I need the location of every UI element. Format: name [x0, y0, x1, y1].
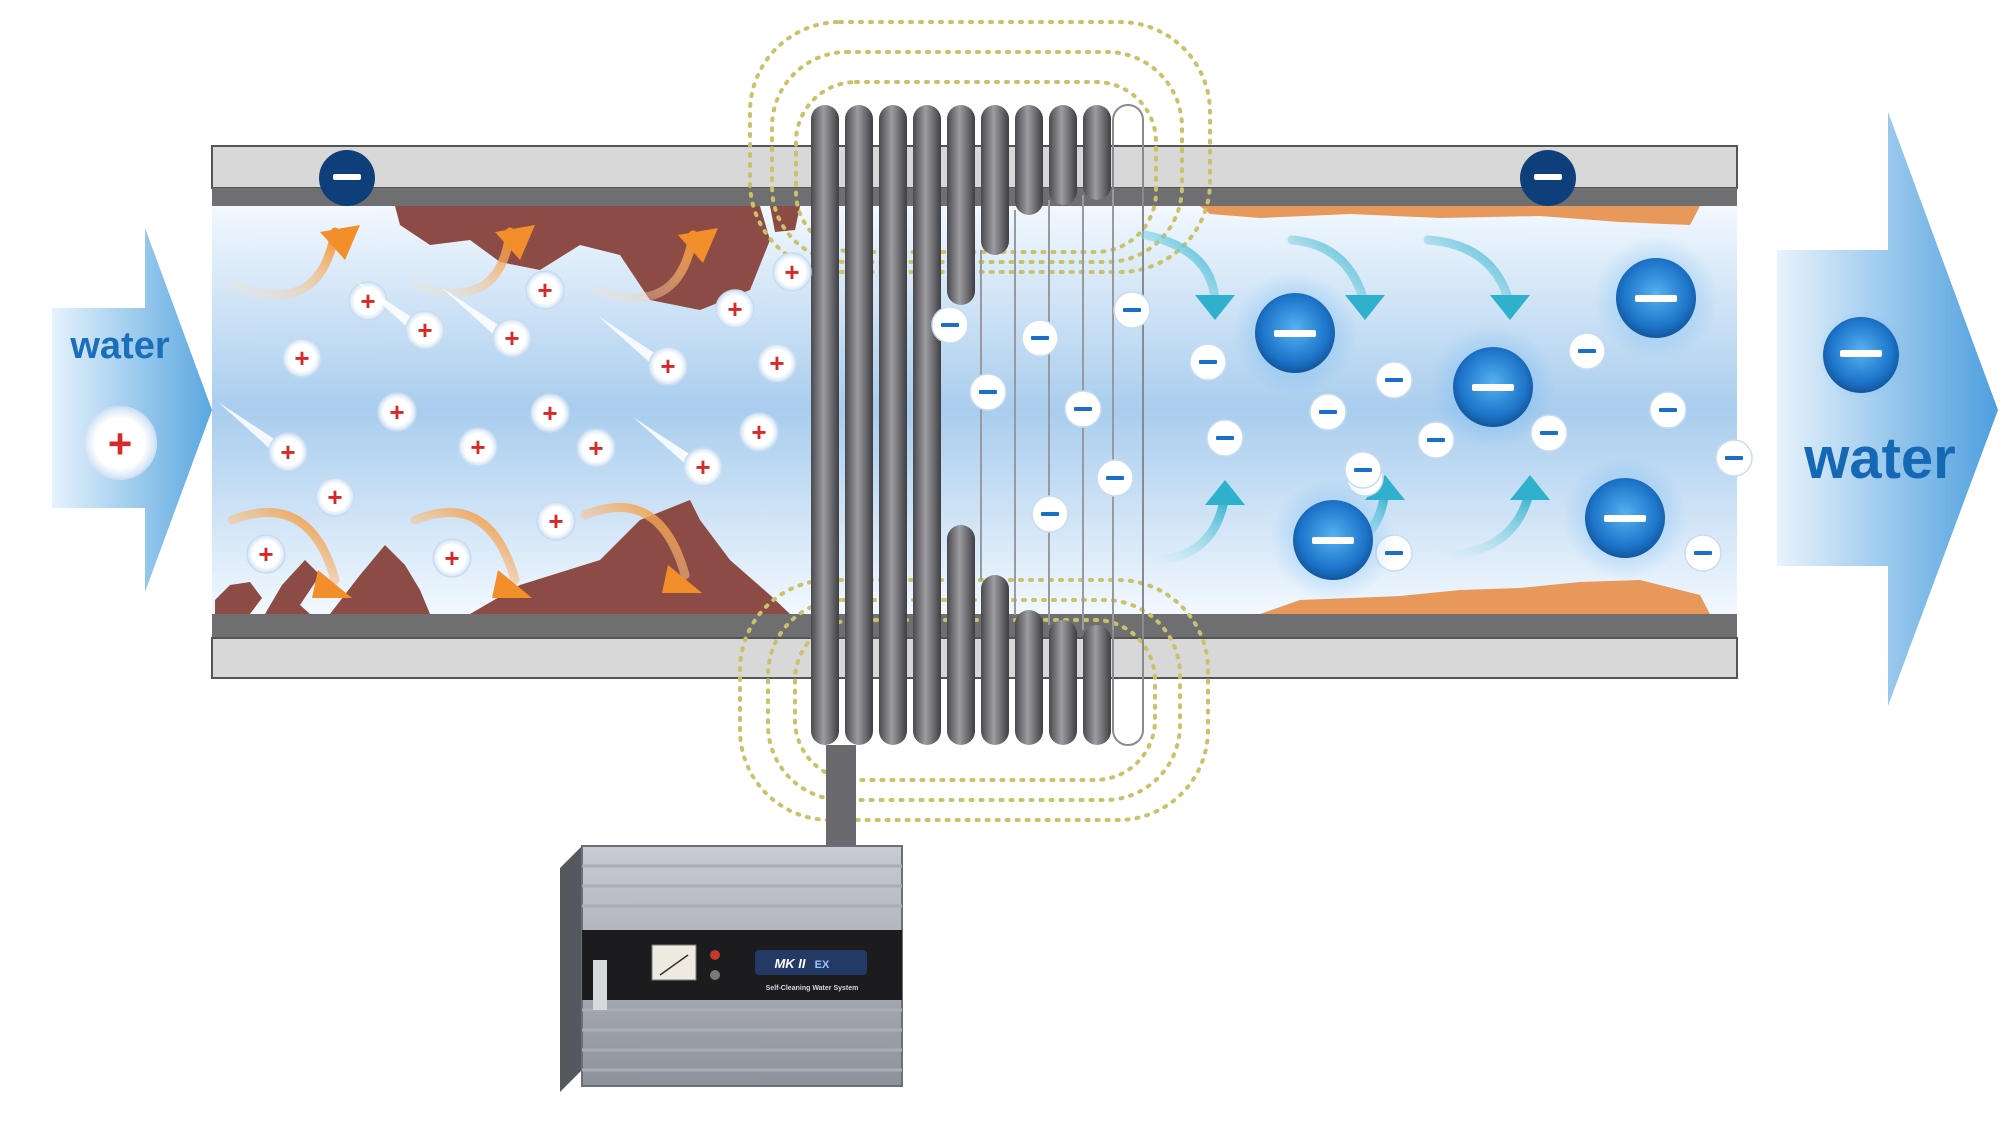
small-negative-ion	[1568, 332, 1606, 370]
outflow-negative-ion	[1817, 311, 1905, 399]
large-negative-ion	[1431, 325, 1555, 449]
positive-ion: +	[246, 534, 286, 574]
small-negative-ion	[931, 306, 969, 344]
orange-flow-arrows	[227, 227, 698, 585]
positive-ion: +	[458, 427, 498, 467]
small-negative-ion	[1684, 534, 1722, 572]
large-negative-ion	[1563, 456, 1687, 580]
positive-ion: +	[739, 412, 779, 452]
svg-text:+: +	[327, 482, 342, 512]
large-negative-ion	[1271, 478, 1395, 602]
large-negative-ion	[1594, 236, 1718, 360]
pipe-ion-badge-left	[319, 150, 375, 206]
small-negative-ion	[1189, 343, 1227, 381]
svg-text:+: +	[695, 452, 710, 482]
small-negative-ion	[969, 373, 1007, 411]
svg-text:+: +	[660, 351, 675, 381]
analog-meter	[651, 944, 697, 981]
svg-text:+: +	[542, 398, 557, 428]
large-negative-ion	[1233, 271, 1357, 395]
device-badge-text: MK II	[774, 956, 805, 971]
outflow-arrow: water	[1777, 112, 1998, 706]
svg-text:+: +	[588, 433, 603, 463]
svg-text:+: +	[784, 257, 799, 287]
positive-ion: +	[315, 477, 355, 517]
positive-ion: +	[530, 393, 570, 433]
svg-text:+: +	[444, 543, 459, 573]
small-negative-ions	[931, 291, 1753, 572]
svg-text:+: +	[470, 432, 485, 462]
positive-ion: +	[525, 270, 565, 310]
large-negative-ions	[1233, 236, 1718, 602]
positive-ion: +	[218, 402, 308, 472]
positive-ion: +	[633, 417, 723, 487]
svg-text:+: +	[417, 315, 432, 345]
svg-text:+: +	[258, 539, 273, 569]
positive-ions: ++++++++++++++++++++	[218, 252, 812, 578]
svg-text:+: +	[727, 294, 742, 324]
positive-ion: +	[355, 280, 445, 350]
water-out-label: water	[1803, 426, 1956, 491]
power-light	[710, 950, 720, 960]
device-badge-suffix: EX	[815, 959, 830, 971]
inflow-positive-ion: +	[83, 406, 157, 480]
positive-ion: +	[282, 338, 322, 378]
small-negative-ion	[1096, 459, 1134, 497]
positive-ion: +	[715, 289, 755, 329]
svg-text:+: +	[751, 417, 766, 447]
device-subtitle: Self-Cleaning Water System	[766, 985, 859, 992]
device-badge	[755, 950, 867, 975]
positive-ion: +	[772, 252, 812, 292]
pipe-ion-badge-right	[1520, 150, 1576, 206]
small-negative-ion	[1206, 419, 1244, 457]
svg-text:+: +	[537, 275, 552, 305]
small-negative-ion	[1021, 319, 1059, 357]
svg-text:+: +	[294, 343, 309, 373]
positive-ion: +	[442, 288, 532, 358]
water-in-label: water	[69, 325, 169, 367]
small-negative-ion	[1309, 393, 1347, 431]
positive-ion: +	[432, 538, 472, 578]
cyan-flow-arrows	[1140, 230, 1535, 565]
small-negative-ion	[1417, 421, 1455, 459]
coil-wrap	[811, 104, 1144, 855]
positive-ion: +	[576, 428, 616, 468]
small-negative-ion	[1113, 291, 1151, 329]
small-negative-ion	[1649, 391, 1687, 429]
cyan-arrowheads	[1195, 295, 1550, 505]
svg-text:+: +	[389, 397, 404, 427]
small-negative-ion	[1375, 361, 1413, 399]
svg-text:+: +	[769, 348, 784, 378]
small-negative-ion	[1031, 495, 1069, 533]
small-negative-ion	[1715, 439, 1753, 477]
orange-arrowheads	[312, 225, 718, 598]
svg-text:+: +	[280, 437, 295, 467]
positive-ion: +	[598, 316, 688, 386]
positive-ion: +	[536, 501, 576, 541]
signal-light	[710, 970, 720, 980]
positive-ion: +	[377, 392, 417, 432]
control-unit: MK II EX Self-Cleaning Water System	[560, 845, 903, 1092]
small-negative-ion	[1064, 390, 1102, 428]
svg-text:+: +	[108, 420, 133, 467]
inflow-arrow: water +	[52, 228, 212, 592]
svg-text:+: +	[504, 323, 519, 353]
scale-deposits-right	[1200, 206, 1710, 614]
svg-text:+: +	[548, 506, 563, 536]
positive-ion: +	[757, 343, 797, 383]
